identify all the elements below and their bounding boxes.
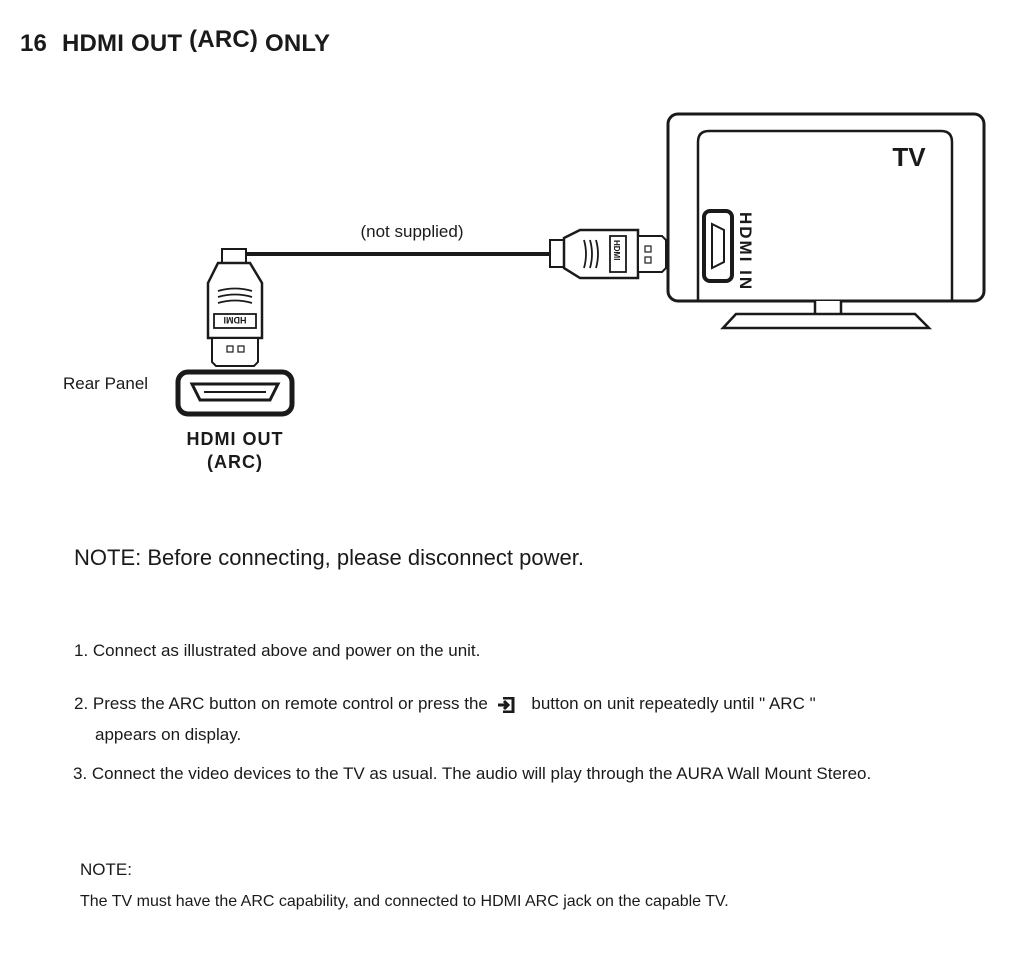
step-3: 3. Connect the video devices to the TV a… <box>73 764 872 783</box>
cable-label: (not supplied) <box>360 222 463 241</box>
plug-text-tv: HDMI <box>612 240 621 260</box>
step-2-text-after: button on unit repeatedly until " ARC " <box>531 694 816 713</box>
step-2-continuation: appears on display. <box>95 725 242 744</box>
plug-text-unit: HDMI <box>224 315 247 325</box>
tv-illustration: TV HDMI IN <box>666 112 986 330</box>
tv-port-label: HDMI IN <box>736 212 755 291</box>
section-number: 16 <box>20 30 48 57</box>
tv-hdmi-in-port <box>702 209 734 283</box>
step-1: 1. Connect as illustrated above and powe… <box>74 641 481 660</box>
port-label-line1: HDMI OUT <box>187 429 284 449</box>
input-source-icon <box>497 694 515 721</box>
heading-title-end: ONLY <box>264 30 331 57</box>
unit-hdmi-out-port <box>175 369 295 417</box>
hdmi-plug-unit-side: HDMI <box>206 248 264 367</box>
heading-title-arc: (ARC) <box>189 26 259 53</box>
note-disconnect-power: NOTE: Before connecting, please disconne… <box>74 545 584 570</box>
port-label-line2: (ARC) <box>207 452 263 472</box>
connection-diagram: TV HDMI IN (not supplied) HDMI HDMI <box>63 112 986 472</box>
rear-panel-label: Rear Panel <box>63 374 148 393</box>
step-2-text-before: 2. Press the ARC button on remote contro… <box>74 694 488 713</box>
step-2: 2. Press the ARC button on remote contro… <box>74 690 816 748</box>
note-arc-label: NOTE: <box>80 860 132 879</box>
note-arc-text: The TV must have the ARC capability, and… <box>80 893 729 910</box>
page-heading: 16 HDMI OUT (ARC) ONLY <box>20 26 331 58</box>
heading-title-main: HDMI OUT <box>61 30 183 57</box>
hdmi-plug-tv-side: HDMI <box>549 228 667 280</box>
tv-label: TV <box>892 142 926 172</box>
